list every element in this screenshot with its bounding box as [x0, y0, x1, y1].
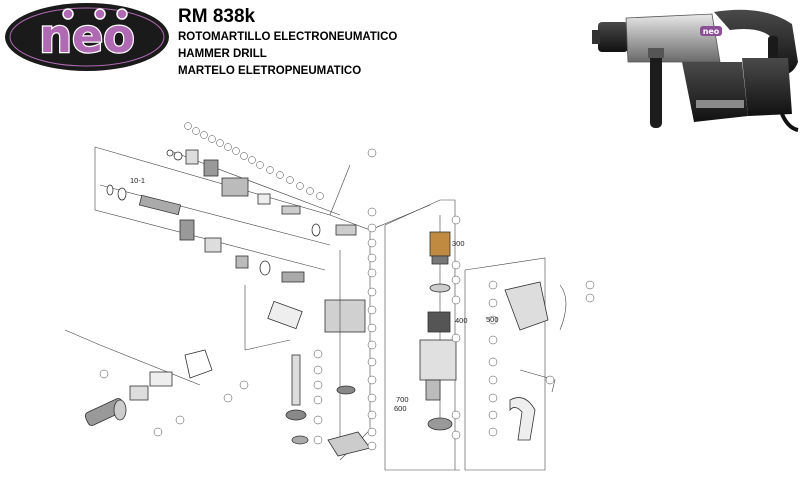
- part-callouts: [99, 122, 595, 451]
- title-spanish: ROTOMARTILLO ELECTRONEUMATICO: [178, 31, 398, 43]
- side-handle-assembly: [64, 329, 213, 426]
- title-english: HAMMER DRILL: [178, 48, 267, 60]
- model-number: RM 838k: [178, 6, 256, 27]
- armature-assembly: [419, 215, 457, 431]
- label-500: 500: [486, 315, 499, 324]
- neo-logo: neo: [5, 3, 169, 71]
- chuck-parts-chain: [99, 149, 341, 283]
- rear-handle-assembly: [504, 281, 567, 441]
- label-10-1: 10-1: [130, 176, 145, 185]
- assembly-frame-lines: [94, 146, 546, 471]
- label-400: 400: [455, 316, 468, 325]
- label-600: 600: [394, 404, 407, 413]
- svg-text:neo: neo: [703, 27, 720, 36]
- label-300: 300: [452, 239, 465, 248]
- hammer-drill-photo: neo: [592, 9, 799, 132]
- title-portuguese: MARTELO ELETROPNEUMATICO: [178, 65, 362, 77]
- label-700: 700: [396, 395, 409, 404]
